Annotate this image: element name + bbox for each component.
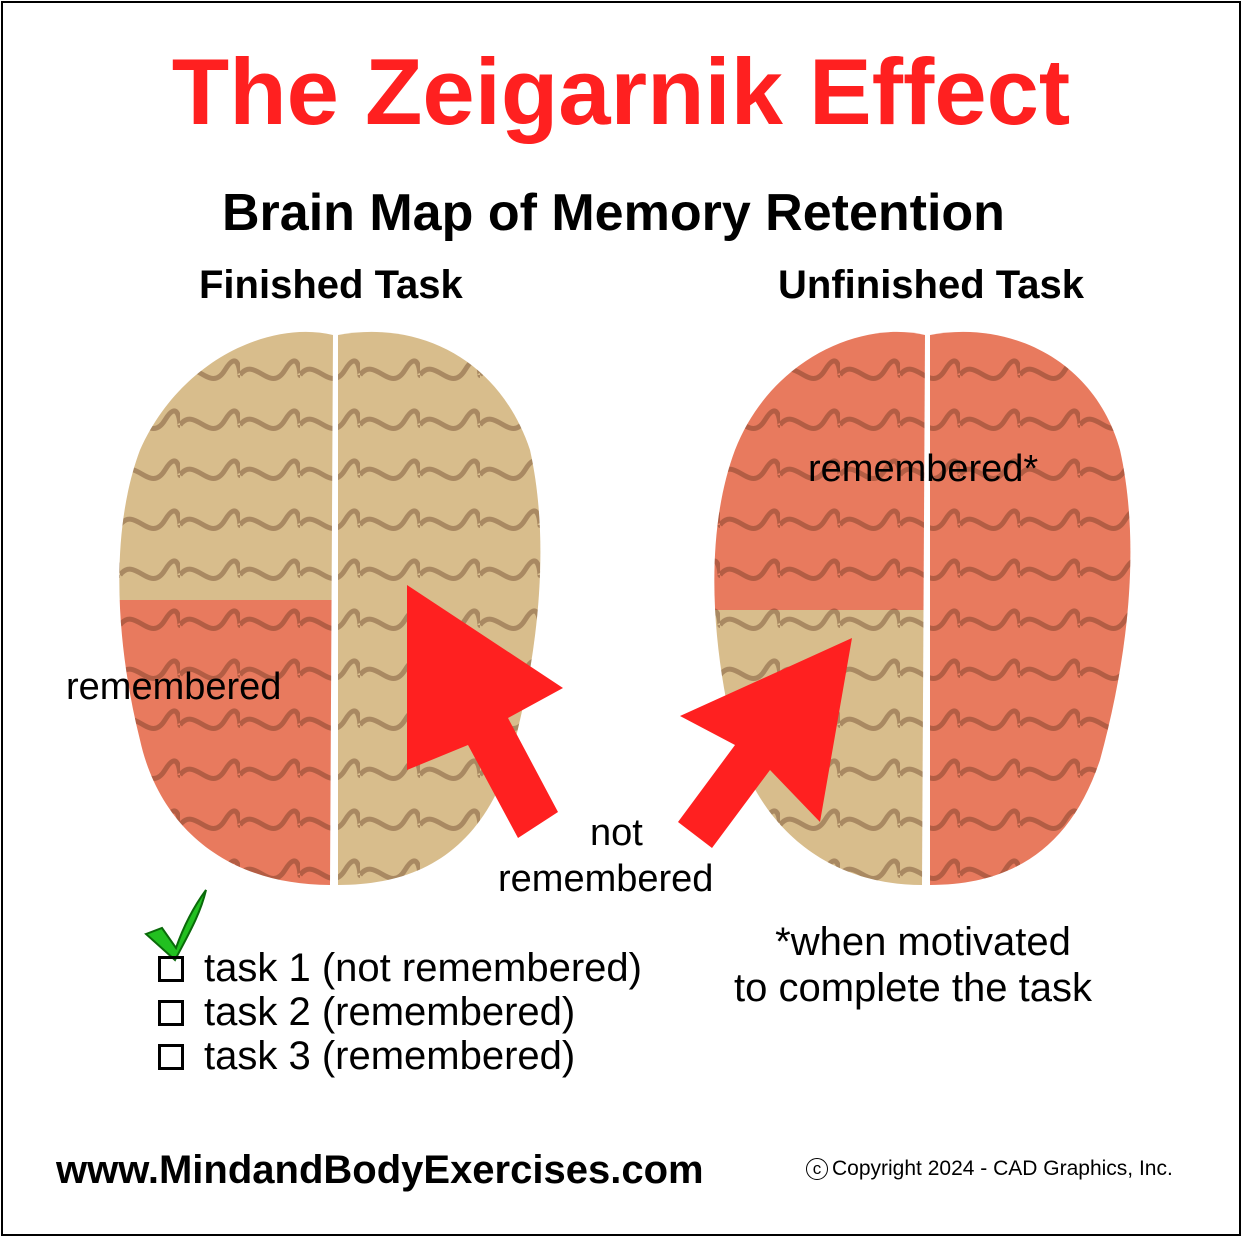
task-item: task 1 (not remembered) [158, 946, 642, 991]
checkmark-icon [144, 889, 207, 962]
task-label: task 3 (remembered) [204, 1034, 576, 1078]
finished-brain [119, 331, 541, 885]
footnote-line2: to complete the task [734, 966, 1092, 1010]
subtitle: Brain Map of Memory Retention [222, 184, 1005, 242]
task-item: task 3 (remembered) [158, 1034, 575, 1079]
task-item: task 2 (remembered) [158, 990, 575, 1035]
page-title: The Zeigarnik Effect [171, 39, 1071, 144]
task-label: task 2 (remembered) [204, 990, 576, 1034]
unfinished-brain [714, 331, 1131, 885]
not-remembered-label: remembered [498, 858, 714, 900]
arrow-left-icon [407, 585, 563, 838]
checkbox-icon [158, 999, 184, 1026]
copyright-text: Copyright 2024 - CAD Graphics, Inc. [832, 1157, 1173, 1180]
copyright-icon: c [806, 1158, 828, 1180]
unfinished-heading: Unfinished Task [778, 263, 1084, 307]
not-label: not [590, 812, 643, 854]
checkbox-icon [158, 955, 184, 982]
arrow-right-icon [678, 638, 852, 848]
task-label: task 1 (not remembered) [204, 946, 642, 990]
finished-heading: Finished Task [199, 263, 463, 307]
website-link[interactable]: www.MindandBodyExercises.com [56, 1148, 704, 1192]
checkbox-icon [158, 1043, 184, 1070]
copyright: c Copyright 2024 - CAD Graphics, Inc. [806, 1157, 1173, 1181]
finished-remembered-label: remembered [66, 666, 282, 708]
unfinished-remembered-label: remembered* [808, 448, 1039, 490]
footnote-line1: *when motivated [775, 920, 1071, 964]
